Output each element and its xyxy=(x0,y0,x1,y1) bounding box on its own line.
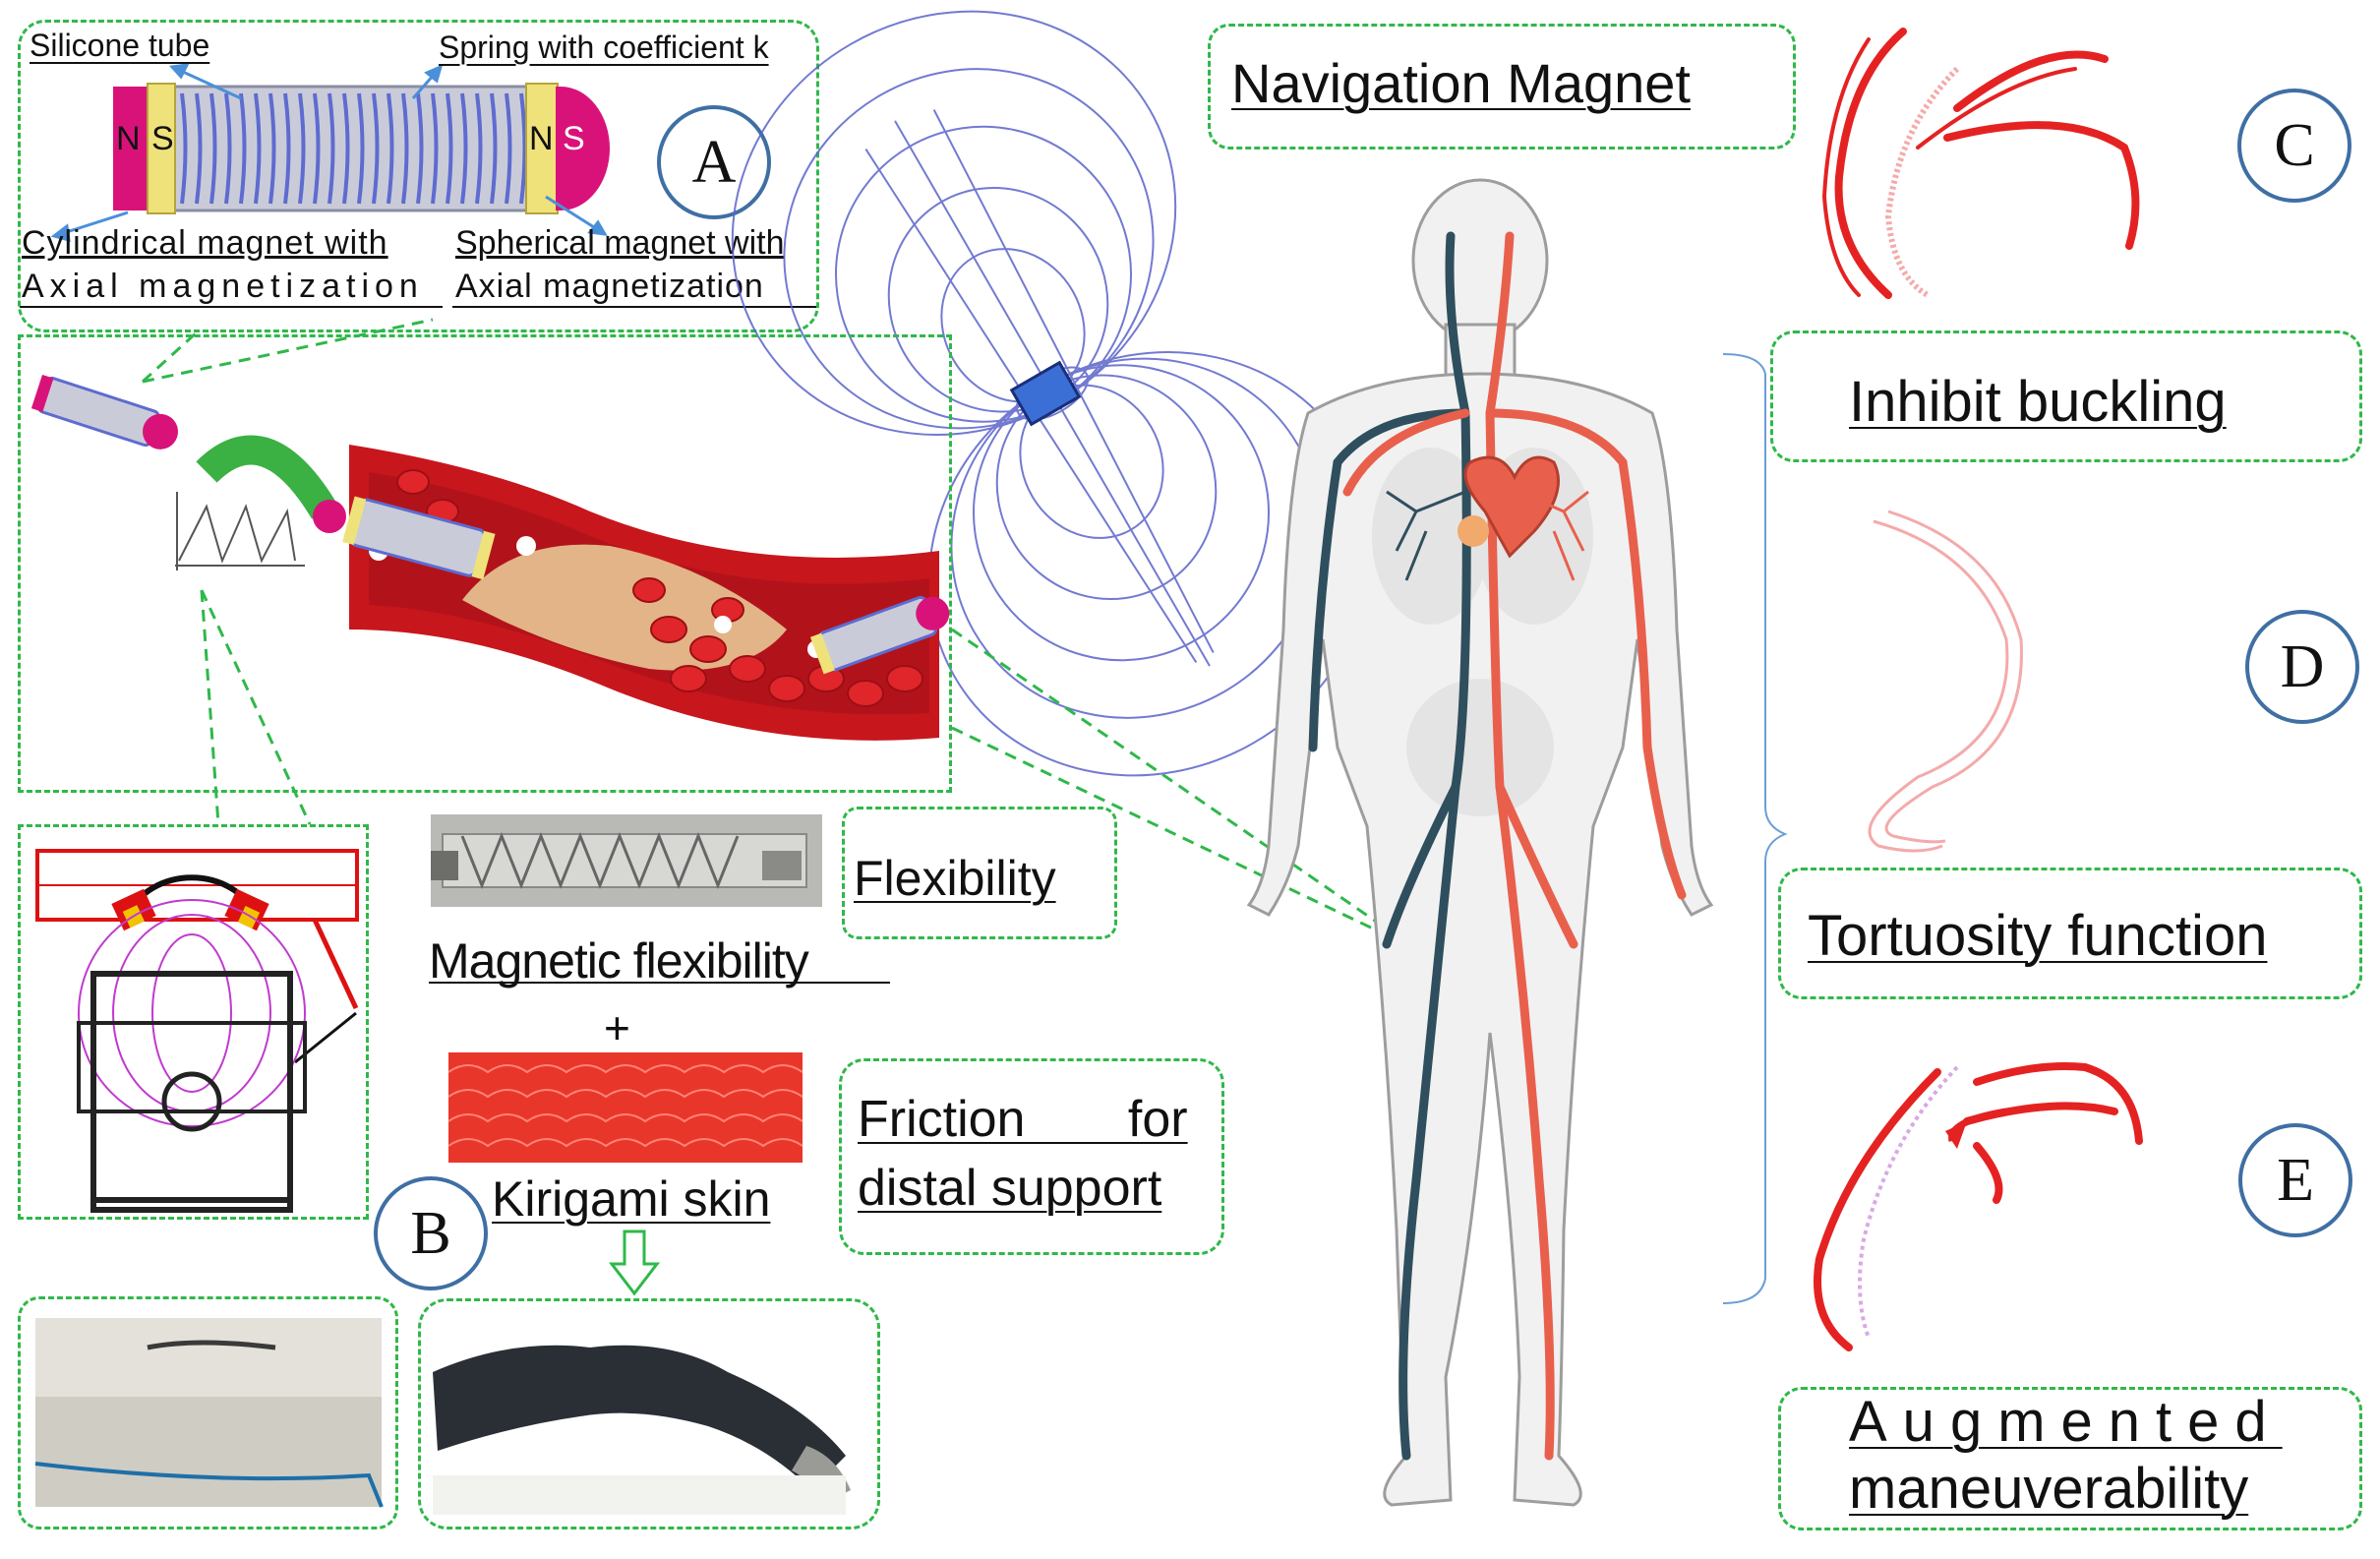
flexibility-label: Flexibility xyxy=(854,851,1056,906)
tortuosity-frame xyxy=(1778,868,2362,999)
device-bent-small xyxy=(196,435,337,519)
friction-frame xyxy=(839,1058,1224,1255)
pole-n-left: N xyxy=(116,120,141,157)
device-in-vessel-right xyxy=(809,595,950,675)
kirigami-skin-label: Kirigami skin xyxy=(492,1171,771,1227)
cylindrical-magnet-label-2: Axial magnetization xyxy=(22,268,424,305)
augmented-label-line2: maneuverability xyxy=(1849,1457,2249,1521)
vessel-panel-frame xyxy=(18,334,952,793)
friction-label-line1: Friction for xyxy=(858,1091,1188,1148)
inhibit-buckling-label: Inhibit buckling xyxy=(1849,370,2227,434)
setup-drawing-frame xyxy=(18,824,369,1220)
marker-d: D xyxy=(2245,610,2359,724)
flexibility-frame xyxy=(842,807,1117,939)
tortuosity-label: Tortuosity function xyxy=(1808,904,2268,968)
device-straight-small xyxy=(30,374,179,450)
marker-c: C xyxy=(2237,89,2351,203)
photo-right-frame xyxy=(418,1298,880,1529)
magnetic-flexibility-label: Magnetic flexibility xyxy=(429,933,809,989)
nav-magnet-frame xyxy=(1208,24,1796,150)
augmented-label-line1: Augmented xyxy=(1849,1390,2283,1454)
pole-s-left: S xyxy=(151,120,174,157)
marker-a: A xyxy=(657,105,771,219)
spherical-magnet-label-2: Axial magnetization xyxy=(455,268,764,305)
spherical-magnet-label-1: Spherical magnet with xyxy=(455,224,785,262)
inhibit-buckling-frame xyxy=(1770,330,2362,462)
marker-e: E xyxy=(2238,1123,2352,1237)
spring-label: Spring with coefficient k xyxy=(439,30,769,65)
augmented-frame xyxy=(1778,1387,2362,1530)
force-graph xyxy=(175,492,305,570)
plus-sign: + xyxy=(604,1002,630,1053)
photo-left-frame xyxy=(18,1296,398,1529)
pole-n-right: N xyxy=(529,120,554,157)
panel-a-frame xyxy=(18,20,819,332)
friction-label-line2: distal support xyxy=(858,1160,1162,1217)
pole-s-right: S xyxy=(563,120,585,157)
marker-b: B xyxy=(374,1176,488,1290)
silicone-tube-label: Silicone tube xyxy=(30,28,210,63)
navigation-magnet-label: Navigation Magnet xyxy=(1231,52,1691,114)
cylindrical-magnet-label-1: Cylindrical magnet with xyxy=(22,224,388,262)
device-in-vessel-left xyxy=(342,496,496,580)
spring-coils xyxy=(180,92,527,205)
